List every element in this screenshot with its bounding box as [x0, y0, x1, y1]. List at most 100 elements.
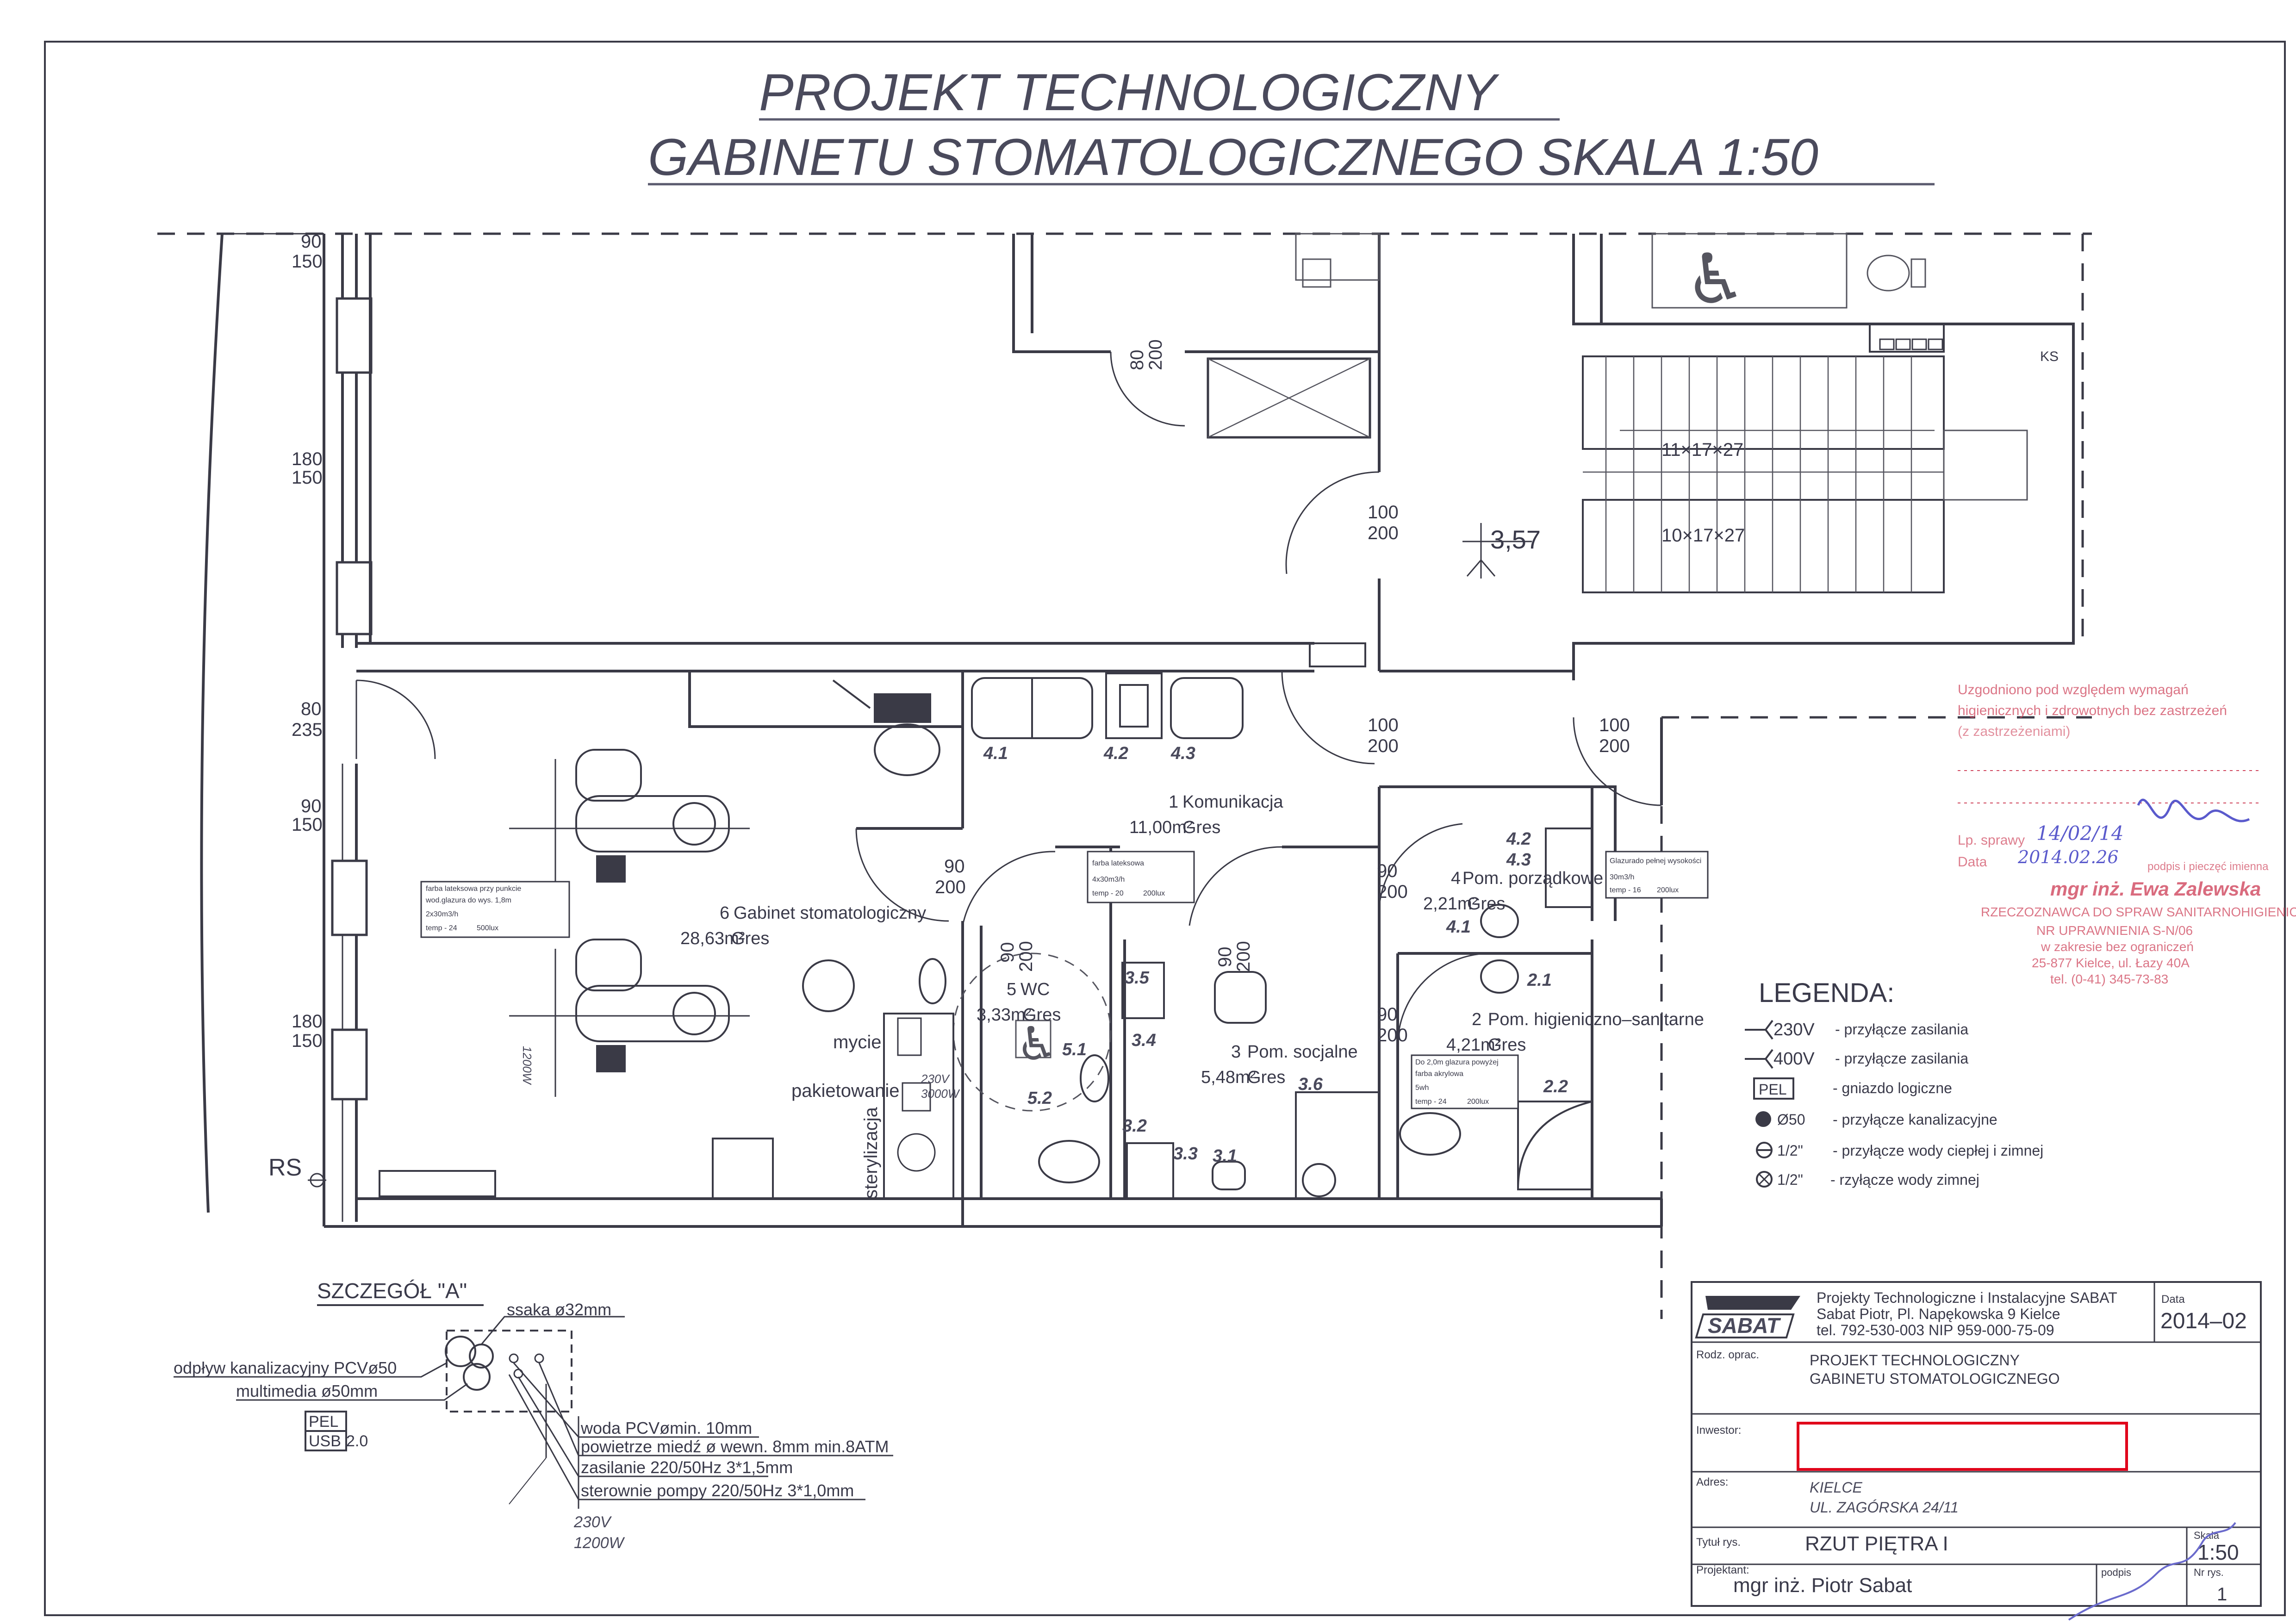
detail-powietrze: powietrze miedź ø wewn. 8mm min.8ATM [581, 1437, 889, 1456]
svg-text:4.2: 4.2 [1103, 744, 1128, 763]
svg-text:25-877 Kielce, ul. Łazy 40A: 25-877 Kielce, ul. Łazy 40A [2032, 956, 2190, 970]
svg-text:230V: 230V [1773, 1020, 1815, 1039]
tytul-value: RZUT PIĘTRA I [1805, 1532, 1948, 1555]
svg-text:Data: Data [1958, 854, 1987, 870]
rs-label: RS [268, 1154, 302, 1181]
inwestor-label: Inwestor: [1696, 1424, 1741, 1437]
window-3 [331, 859, 368, 936]
svg-text:w zakresie bez ograniczeń: w zakresie bez ograniczeń [2041, 940, 2194, 954]
info-box-porzadkowe: Glazurado pełnej wysokości 30m3/h temp -… [1605, 851, 1709, 899]
svg-text:4.1: 4.1 [1446, 917, 1471, 937]
svg-text:2,21m²: 2,21m² [1423, 894, 1478, 914]
svg-text:Do 2,0m glazura powyżej: Do 2,0m glazura powyżej [1415, 1058, 1499, 1066]
svg-text:3,33m²: 3,33m² [977, 1005, 1031, 1025]
dental-chair-2 [509, 939, 750, 1097]
legend-item-230v: 230V - przyłącze zasilania [1745, 1020, 1968, 1040]
info-box-gabinet: farba lateksowa przy punkcie wod.glazura… [420, 881, 570, 938]
stamp-signature [2137, 798, 2250, 822]
room-4-label: 4 Pom. porządkowe 2,21m² Gres [1423, 869, 1603, 914]
adres-label: Adres: [1696, 1476, 1728, 1488]
sanitary-toilet [1399, 1112, 1461, 1156]
stamp-hand-date: 14/02/14 [2036, 822, 2124, 845]
redacted-investor-box [1797, 1422, 2128, 1471]
svg-text:230V: 230V [921, 1072, 950, 1086]
corridor-door-swing [1281, 671, 1375, 765]
dim-gab-door-top: 90 [944, 856, 965, 877]
wc-sink [919, 958, 946, 1004]
designer-signature [2068, 1522, 2236, 1621]
wc-toilet [1038, 1140, 1100, 1183]
svg-text:1/2": 1/2" [1777, 1142, 1803, 1159]
dim-win-c-bot: 150 [292, 815, 323, 835]
waiting-sofa [971, 642, 1366, 739]
legend: LEGENDA: 230V - przyłącze zasilania 400V… [1745, 978, 2043, 1188]
svg-text:30m3/h: 30m3/h [1610, 873, 1634, 881]
round-instrument-table [802, 959, 855, 1012]
svg-text:Pom. higieniczno–sanitarne: Pom. higieniczno–sanitarne [1488, 1010, 1704, 1029]
wc-door-swing [962, 851, 1056, 926]
svg-text:500lux: 500lux [477, 924, 498, 932]
title-block: SABAT Projekty Technologiczne i Instalac… [1691, 1281, 2262, 1621]
pakietowanie-label: pakietowanie [791, 1081, 900, 1101]
dim-soc-door-top: 90 [1215, 947, 1235, 968]
dim-hig-door-top: 90 [1377, 1004, 1398, 1025]
svg-text:podpis i pieczęć imienna: podpis i pieczęć imienna [2147, 860, 2269, 873]
detail-a: SZCZEGÓŁ "A" ssaka ø32mm odpływ kanaliza… [174, 1279, 893, 1552]
svg-text:5.2: 5.2 [1027, 1089, 1052, 1108]
svg-text:temp - 16: temp - 16 [1610, 886, 1641, 894]
company-line-1: Projekty Technologiczne i Instalacyjne S… [1817, 1289, 2117, 1306]
svg-text:200lux: 200lux [1467, 1098, 1489, 1106]
svg-text:3.4: 3.4 [1132, 1031, 1156, 1050]
dim-door-ext-top: 80 [301, 699, 322, 719]
podpis-label: podpis [2101, 1567, 2131, 1578]
elevation-value: 3,57 [1490, 525, 1541, 554]
room-labels: 1 Komunikacja 11,00m² Gres 2 Pom. higien… [680, 792, 1704, 1087]
detail-ssaka: ssaka ø32mm [507, 1300, 611, 1319]
dim-porz-door-top: 90 [1377, 861, 1398, 881]
xray-unit [832, 679, 940, 776]
svg-text:200lux: 200lux [1143, 890, 1165, 897]
adres-line-2: UL. ZAGÓRSKA 24/11 [1810, 1499, 1959, 1516]
legend-item-kanalizacja: Ø50 - przyłącze kanalizacyjne [1755, 1111, 1997, 1128]
room-5-label: 5 WC 3,33m² Gres [977, 980, 1061, 1025]
legend-item-400v: 400V - przyłącze zasilania [1745, 1049, 1968, 1069]
svg-text:tel. (0-41) 345-73-83: tel. (0-41) 345-73-83 [2050, 972, 2168, 986]
dim-right-door-bot: 200 [1599, 736, 1630, 756]
svg-text:Uzgodniono pod względem wymaga: Uzgodniono pod względem wymagań [1958, 682, 2189, 697]
svg-text:Lp. sprawy: Lp. sprawy [1958, 833, 2025, 848]
svg-text:4,21m²: 4,21m² [1446, 1035, 1501, 1055]
svg-text:4: 4 [1451, 869, 1461, 888]
svg-text:4.3: 4.3 [1170, 744, 1195, 763]
projektant-label: Projektant: [1696, 1564, 1749, 1576]
svg-text:RZECZOZNAWCA DO SPRAW SANITARN: RZECZOZNAWCA DO SPRAW SANITARNOHIGIENICZ… [1981, 905, 2296, 919]
svg-text:3: 3 [1231, 1042, 1241, 1062]
dim-soc-door-bot: 200 [1233, 941, 1254, 972]
svg-text:11,00m²: 11,00m² [1129, 818, 1193, 837]
dim-corr-door-bot: 200 [1368, 736, 1399, 756]
svg-text:- przyłącze wody ciepłej i zim: - przyłącze wody ciepłej i zimnej [1833, 1142, 2043, 1159]
sabat-logo: SABAT [1695, 1296, 1800, 1338]
svg-text:Glazurado pełnej wysokości: Glazurado pełnej wysokości [1610, 857, 1701, 865]
svg-text:- rzyłącze wody zimnej: - rzyłącze wody zimnej [1830, 1171, 1979, 1188]
detail-pel: PEL [309, 1413, 338, 1431]
detail-multimedia: multimedia ø50mm [236, 1381, 378, 1400]
room-2-label: 2 Pom. higieniczno–sanitarne 4,21m² Gres [1446, 1010, 1704, 1055]
socjalne-door-swing [1188, 846, 1282, 926]
svg-text:3000W: 3000W [921, 1087, 960, 1101]
svg-text:- przyłącze zasilania: - przyłącze zasilania [1835, 1050, 1968, 1067]
socjalne-furniture [1121, 962, 1380, 1200]
sanitarne-door-swing [1397, 952, 1491, 1046]
date-value: 2014–02 [2160, 1309, 2247, 1333]
svg-text:3.2: 3.2 [1122, 1116, 1147, 1136]
dim-win-b-bot: 150 [292, 467, 323, 488]
stairwell: 11×17×27 10×17×27 ♿ KS [1572, 233, 2075, 680]
rodzaj-line-2: GABINETU STOMATOLOGICZNEGO [1810, 1370, 2060, 1387]
drawing-title: PROJEKT TECHNOLOGICZNY GABINETU STOMATOL… [648, 63, 1935, 186]
svg-text:wod.glazura do wys. 1,8m: wod.glazura do wys. 1,8m [425, 896, 511, 904]
window-4 [331, 1028, 368, 1101]
shaft-door-swing [1110, 351, 1185, 427]
svg-text:400V: 400V [1773, 1049, 1815, 1069]
detail-title: SZCZEGÓŁ "A" [317, 1279, 467, 1303]
info-box-sanitarne: Do 2,0m glazura powyżej farba akrylowa 5… [1411, 1054, 1519, 1109]
svg-text:3.5: 3.5 [1125, 968, 1150, 988]
